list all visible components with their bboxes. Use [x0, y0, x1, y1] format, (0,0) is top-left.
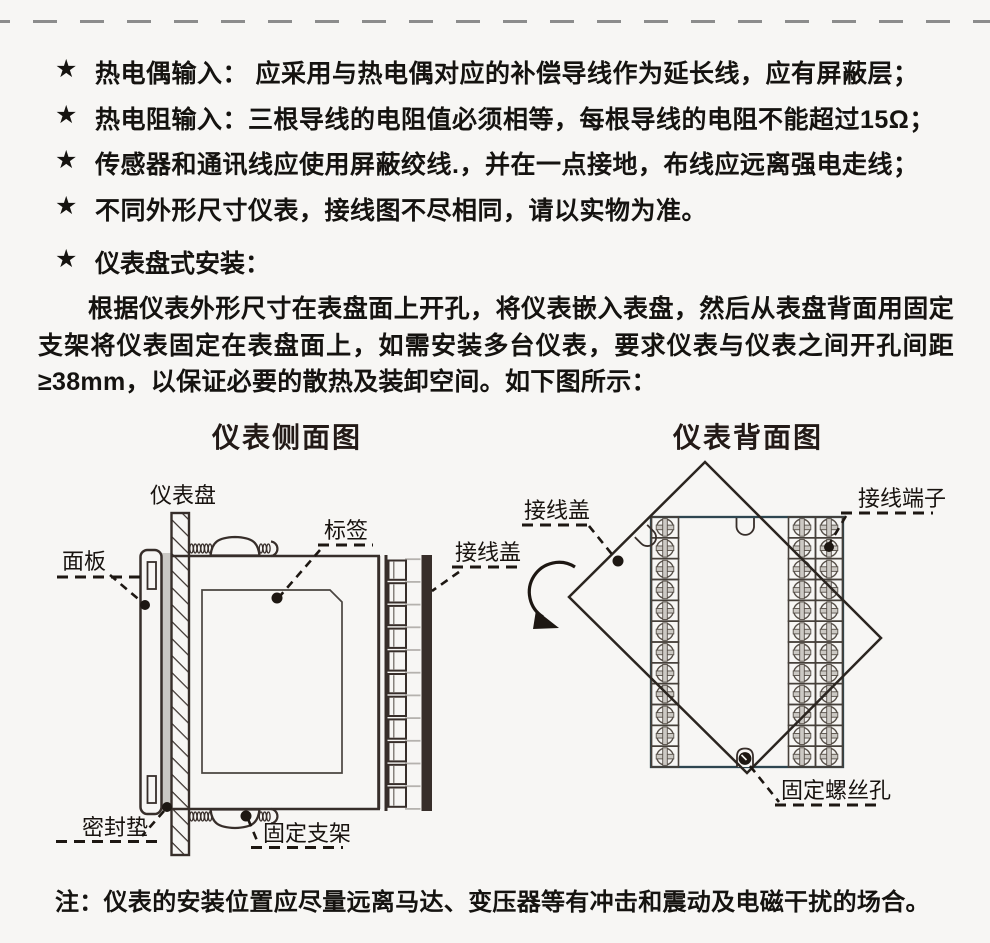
- cover-dot: [612, 555, 624, 567]
- tag-area: [201, 589, 343, 774]
- bracket-dot: [240, 810, 252, 822]
- back-view-title: 仪表背面图: [672, 422, 823, 454]
- bracket-leader: [246, 818, 260, 844]
- cover-leader-back: [587, 525, 617, 559]
- side-view-title: 仪表侧面图: [211, 422, 362, 454]
- bullet-text: 热电偶输入： 应采用与热电偶对应的补偿导线作为延长线，应有屏蔽层；: [95, 60, 919, 88]
- screw-hole-leader: [748, 765, 781, 803]
- cover-notch: [634, 524, 657, 547]
- terminals-dot: [824, 542, 834, 552]
- terminals-leader: [828, 515, 848, 544]
- section-heading: ★ 仪表盘式安装：: [55, 244, 270, 280]
- front-panel-bezel: [139, 548, 163, 816]
- bullet-item: ★ 热电阻输入：三根导线的电阻值必须相等，每根导线的电阻不能超过15Ω；: [55, 100, 966, 146]
- label-terminals: 接线端子: [858, 486, 946, 511]
- label-front-panel: 面板: [62, 549, 106, 574]
- star-bullet-icon: ★: [55, 100, 78, 129]
- label-tag: 标签: [324, 518, 368, 543]
- label-terminal-cover-back: 接线盖: [524, 498, 590, 523]
- star-bullet-icon: ★: [55, 146, 78, 175]
- star-bullet-icon: ★: [55, 192, 78, 221]
- rotation-arrowhead: [533, 610, 559, 629]
- terminal-ladder: [387, 558, 421, 810]
- label-panel-board: 仪表盘: [150, 483, 216, 508]
- terminal-cover-diamond: [567, 460, 883, 775]
- bullet-text: 传感器和通讯线应使用屏蔽绞线.，并在一点接地，布线应远离强电走线；: [95, 151, 919, 180]
- bullet-item: ★ 传感器和通讯线应使用屏蔽绞线.，并在一点接地，布线应远离强电走线；: [55, 145, 966, 191]
- rotation-arrow: [527, 560, 576, 619]
- bullet-item: ★ 不同外形尺寸仪表，接线图不尽相同，请以实物为准。: [55, 191, 966, 237]
- bottom-note: 注：仪表的安装位置应尽量远离马达、变压器等有冲击和震动及电磁干扰的场合。: [55, 889, 930, 916]
- front-panel-leader: [109, 574, 144, 604]
- mounting-panel: [170, 511, 191, 857]
- top-notch: [735, 518, 755, 536]
- gasket-dot: [162, 802, 172, 812]
- cover-leader: [431, 570, 460, 593]
- terminal-cover-bar: [421, 555, 432, 811]
- star-bullet-icon: ★: [55, 245, 78, 273]
- label-terminal-cover-side: 接线盖: [455, 540, 521, 565]
- gasket-strip: [161, 553, 171, 810]
- diagrams: 仪表侧面图: [56, 422, 946, 857]
- label-bracket: 固定支架: [263, 821, 351, 846]
- gasket-leader: [141, 810, 165, 837]
- bullet-item: ★ 热电偶输入： 应采用与热电偶对应的补偿导线作为延长线，应有屏蔽层；: [55, 54, 966, 100]
- top-dashed-rule: [0, 20, 990, 23]
- terminal-screws: [650, 516, 844, 768]
- tag-leader: [279, 549, 321, 597]
- back-view-diagram: 仪表背面图: [522, 422, 946, 807]
- bullet-text: 不同外形尺寸仪表，接线图不尽相同，请以实物为准。: [95, 197, 708, 226]
- bullet-text: 热电阻输入：三根导线的电阻值必须相等，每根导线的电阻不能超过15Ω；: [95, 105, 935, 134]
- label-screw-hole: 固定螺丝孔: [781, 778, 891, 803]
- section-title: 仪表盘式安装：: [95, 250, 271, 278]
- star-bullet-icon: ★: [55, 55, 78, 83]
- side-view-diagram: 仪表侧面图: [56, 422, 521, 857]
- top-bracket-screw: [189, 535, 279, 558]
- bullet-list: ★ 热电偶输入： 应采用与热电偶对应的补偿导线作为延长线，应有屏蔽层； ★ 热电…: [55, 54, 966, 237]
- label-gasket: 密封垫: [82, 815, 148, 840]
- installation-paragraph: 根据仪表外形尺寸在表盘面上开孔，将仪表嵌入表盘，然后从表盘背面用固定支架将仪表固…: [38, 295, 954, 397]
- front-panel-dot: [140, 600, 150, 610]
